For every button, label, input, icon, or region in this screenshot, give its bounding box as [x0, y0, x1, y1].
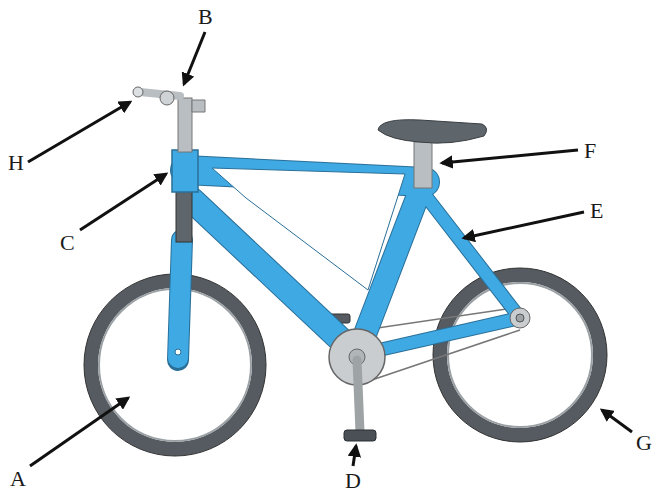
- leader-arrow: [80, 174, 166, 230]
- fork: [178, 240, 182, 358]
- head-tube-collar: [172, 150, 198, 192]
- front-axle: [175, 349, 181, 355]
- grip-end: [133, 87, 143, 97]
- rear-wheel: [433, 268, 607, 442]
- callout-letter: A: [10, 466, 26, 492]
- leader-arrow: [28, 102, 130, 162]
- leader-arrow: [464, 212, 584, 238]
- stem: [178, 98, 192, 152]
- callout-letter: F: [584, 138, 596, 164]
- pedal: [344, 430, 376, 441]
- callout-letter: B: [198, 4, 213, 30]
- crank-arm: [357, 360, 360, 432]
- head-tube-lower: [176, 190, 192, 242]
- callout-letter: D: [345, 468, 361, 494]
- leader-arrow: [442, 150, 578, 163]
- callout-letter: E: [590, 198, 603, 224]
- leader-arrow: [30, 398, 128, 466]
- seat-post: [414, 142, 432, 188]
- leader-arrow: [602, 410, 632, 432]
- fork-outline: [178, 240, 182, 360]
- callout-letter: G: [636, 430, 652, 456]
- brake-lever: [160, 91, 174, 105]
- callout-letter: H: [8, 150, 24, 176]
- frame-triangle-gap: [212, 168, 405, 290]
- frame-triangle-edge: [212, 168, 405, 290]
- callout-letter: C: [60, 230, 75, 256]
- leader-arrows: [28, 32, 632, 466]
- seat-stay-outline: [425, 195, 520, 318]
- saddle: [378, 120, 487, 143]
- stem-clamp: [192, 100, 205, 112]
- leader-arrow: [184, 32, 205, 84]
- rear-sprocket: [510, 308, 530, 328]
- rear-axle: [516, 314, 524, 322]
- rear-tyre-edge: [433, 268, 607, 442]
- leader-arrow: [353, 446, 356, 466]
- rear-tyre: [440, 275, 600, 435]
- seat-stay: [425, 195, 520, 318]
- rear-rim: [448, 283, 592, 427]
